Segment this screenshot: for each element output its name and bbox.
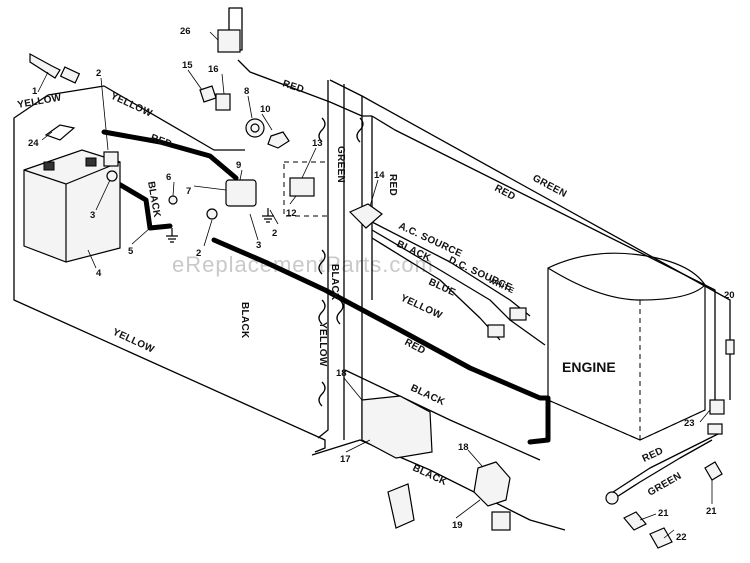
callout-5: 5 (128, 246, 134, 257)
callout-14: 14 (374, 170, 385, 181)
callout-10: 10 (260, 104, 271, 115)
engine: ENGINE (547, 252, 706, 441)
wire-label-red: RED (149, 132, 173, 150)
wire-label-blue: BLUE (427, 277, 457, 299)
wire-label-red: RED (387, 174, 398, 196)
wire-label-green: GREEN (335, 146, 346, 183)
leader-lines (37, 31, 731, 539)
callout-4: 4 (96, 268, 102, 279)
callout-18: 18 (336, 368, 347, 379)
callout-21: 21 (658, 508, 669, 519)
components (29, 29, 735, 549)
callout-26: 26 (180, 26, 191, 37)
wire-label-yellow: YELLOW (111, 327, 156, 356)
engine-label: ENGINE (562, 359, 616, 375)
callout-2: 2 (196, 248, 201, 259)
callout-23: 23 (684, 418, 695, 429)
callout-15: 15 (182, 60, 193, 71)
callout-13: 13 (312, 138, 323, 149)
callout-3: 3 (256, 240, 261, 251)
frame-outlines (13, 7, 731, 531)
callout-6: 6 (166, 172, 171, 183)
callout-7: 7 (186, 186, 191, 197)
callout-21: 21 (706, 506, 717, 517)
battery (23, 124, 121, 263)
callout-19: 19 (452, 520, 463, 531)
callout-9: 9 (236, 160, 241, 171)
callout-24: 24 (28, 138, 39, 149)
wire-labels: YELLOW YELLOW RED BLACK RED GREEN RED GR… (17, 78, 684, 498)
callout-2: 2 (272, 228, 277, 239)
wire-label-red: RED (493, 183, 518, 203)
callout-2: 2 (96, 68, 101, 79)
callout-20: 20 (724, 290, 735, 301)
callout-8: 8 (244, 86, 249, 97)
wire-label-yellow: YELLOW (399, 293, 444, 322)
callout-22: 22 (676, 532, 687, 543)
wire-label-red: RED (281, 78, 305, 95)
callout-3: 3 (90, 210, 95, 221)
wire-label-green: GREEN (531, 173, 569, 200)
wire-label-black: BLACK (329, 264, 340, 301)
callout-17: 17 (340, 454, 351, 465)
callouts: 1 2 2 2 3 3 4 5 6 7 8 9 10 12 13 14 15 1… (28, 26, 735, 543)
wire-label-black: BLACK (239, 302, 250, 339)
callout-12: 12 (286, 208, 297, 219)
callout-16: 16 (208, 64, 219, 75)
wire-label-yellow: YELLOW (109, 91, 154, 120)
callout-18: 18 (458, 442, 469, 453)
callout-1: 1 (32, 86, 38, 97)
wire-label-yellow: YELLOW (317, 322, 328, 367)
wire-label-yellow: YELLOW (17, 92, 63, 111)
wire-label-black: BLACK (411, 463, 449, 489)
watermark: eReplacementParts.com (172, 252, 434, 277)
harness-cables (101, 129, 551, 445)
